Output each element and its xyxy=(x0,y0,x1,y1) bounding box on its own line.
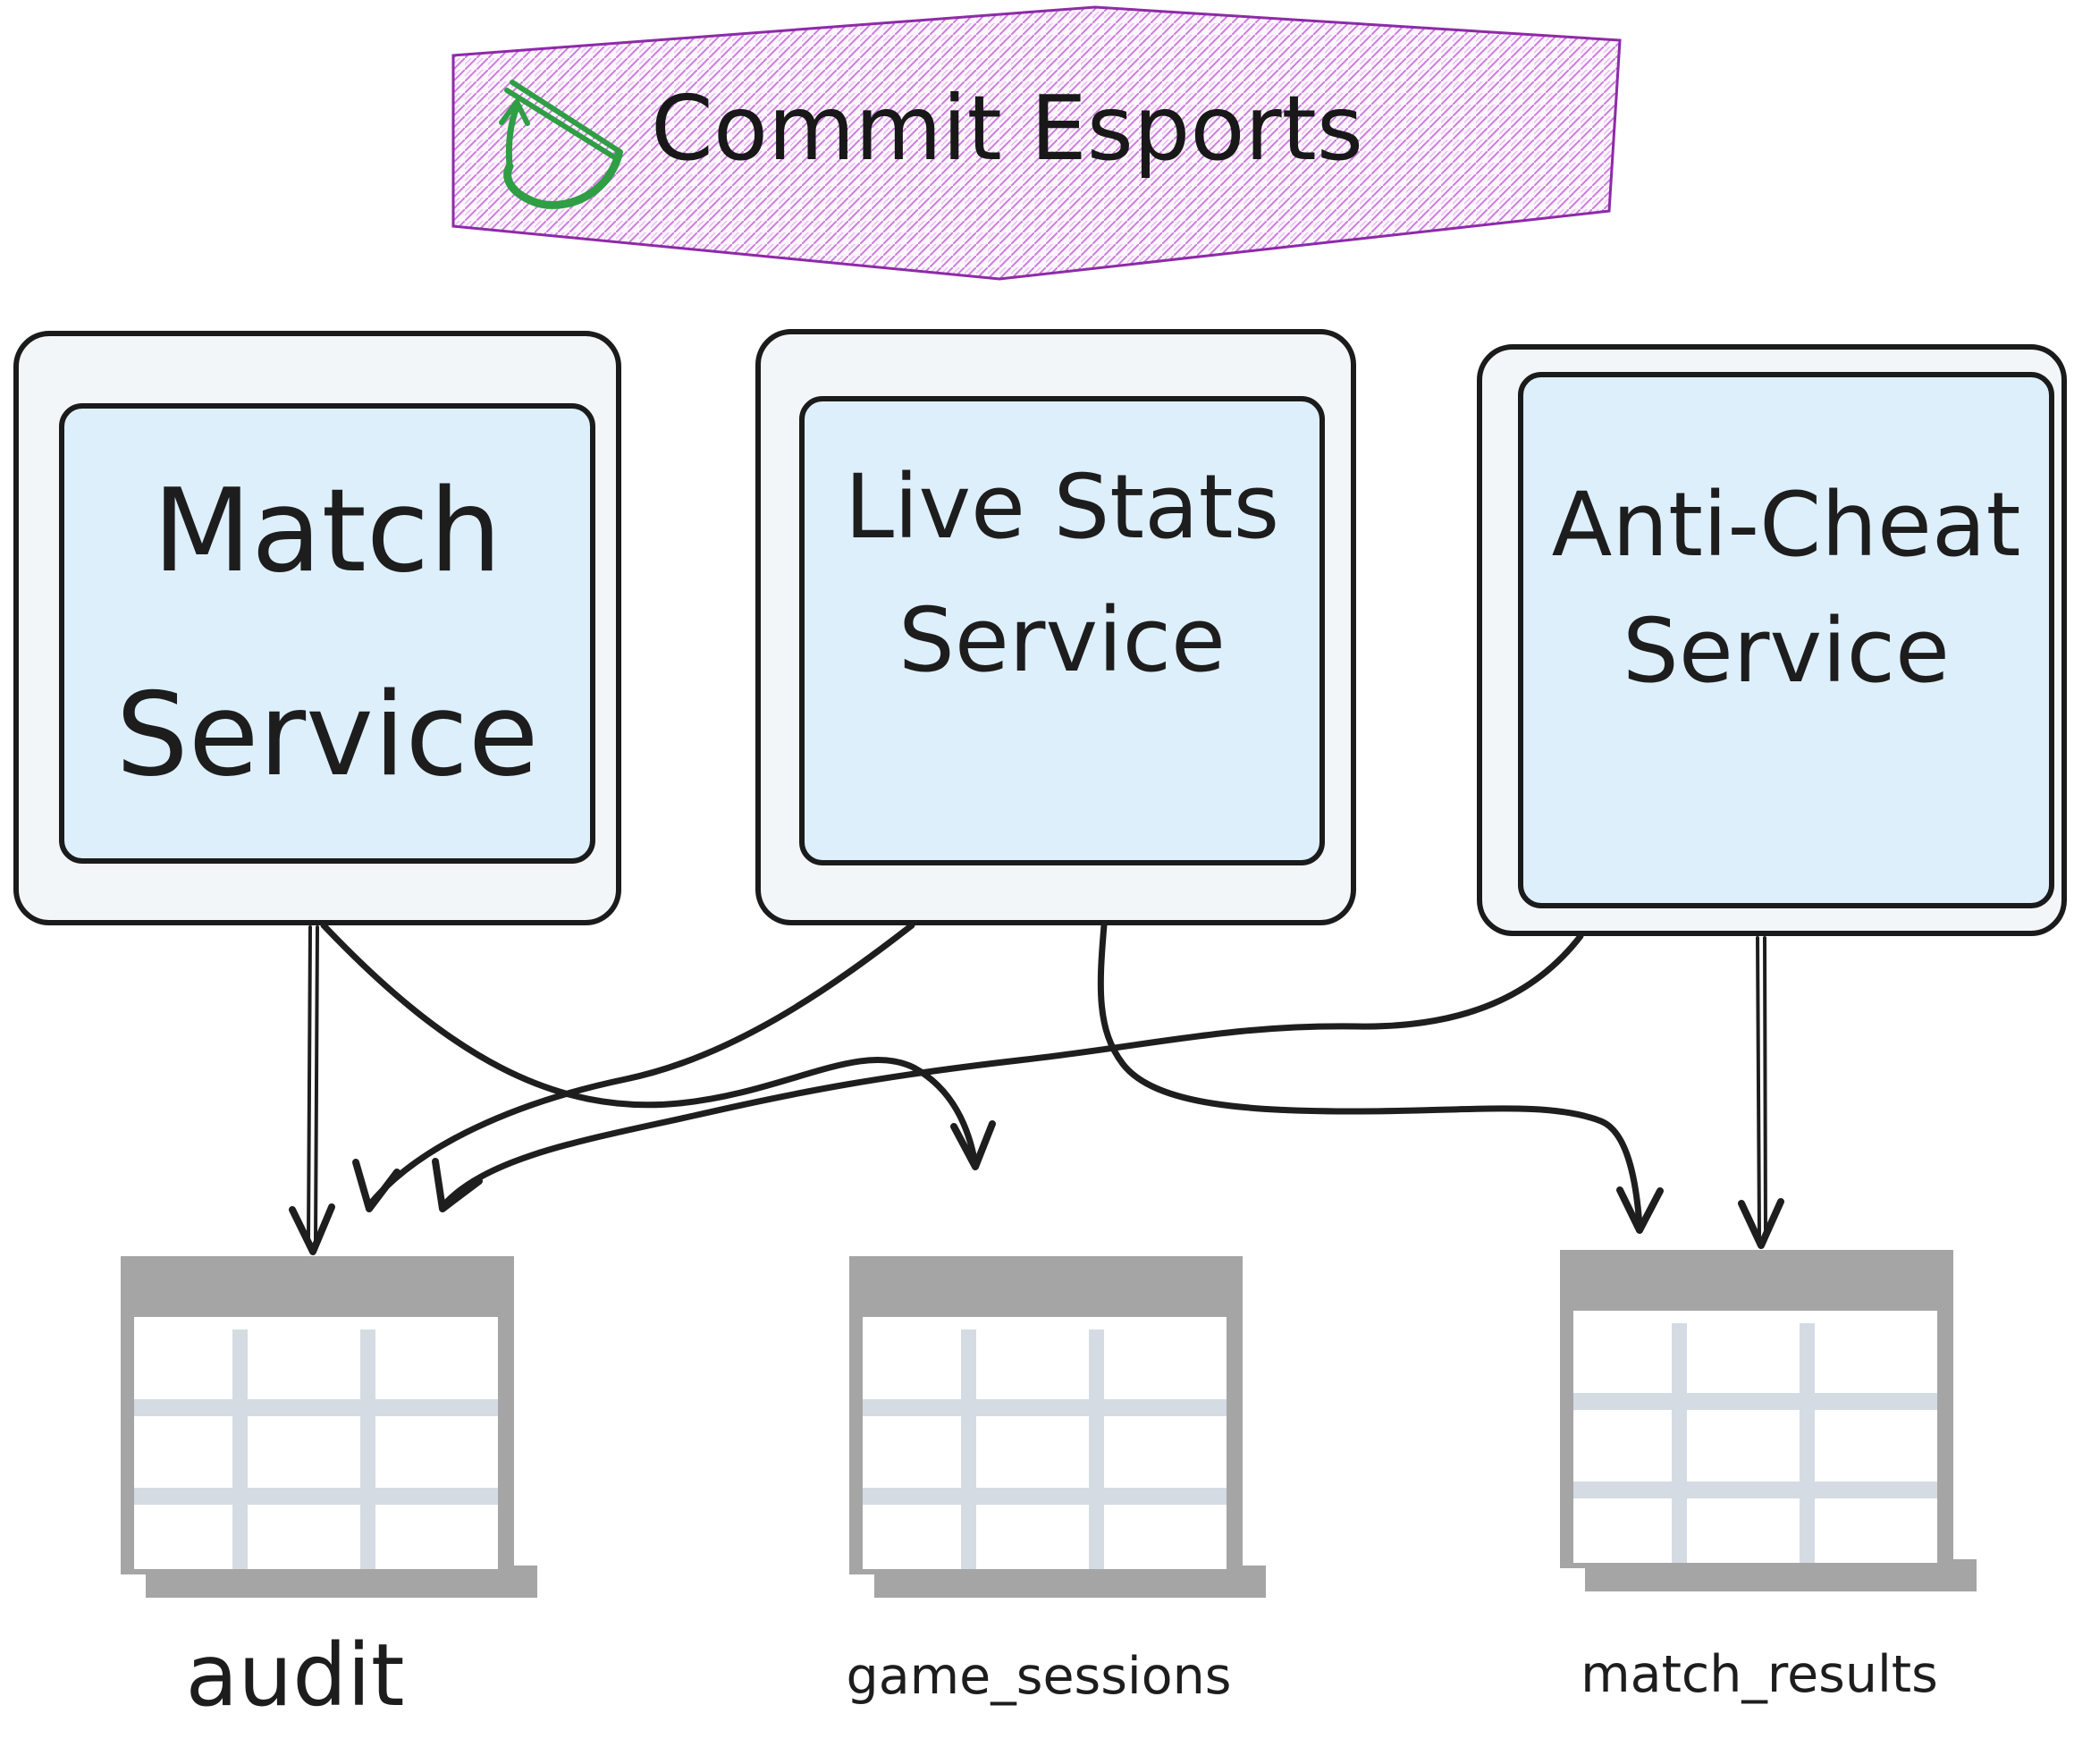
grid-line xyxy=(1573,1481,1937,1498)
banner-shape[interactable] xyxy=(451,5,1622,281)
table-icon-audit[interactable] xyxy=(121,1256,537,1598)
edge-live-stats-service-to-audit[interactable] xyxy=(352,922,915,1212)
grid-line xyxy=(961,1329,976,1569)
table-label-match-results[interactable]: match_results xyxy=(1581,1645,1938,1704)
table-header-row xyxy=(1573,1250,1953,1311)
grid-line xyxy=(1672,1323,1687,1563)
grid-line xyxy=(1089,1329,1104,1569)
table-bottom-band xyxy=(1585,1559,1977,1591)
edge-match-service-to-game-sessions[interactable] xyxy=(320,922,996,1170)
table-bottom-band xyxy=(146,1566,537,1598)
table-label-game-sessions[interactable]: game_sessions xyxy=(846,1647,1232,1706)
grid-line xyxy=(232,1329,248,1569)
banner-title[interactable]: Commit Esports xyxy=(651,76,1363,181)
edge-live-stats-service-to-match-results[interactable] xyxy=(1097,922,1664,1234)
table-grid xyxy=(863,1317,1227,1569)
edge-anti-cheat-service-to-audit[interactable] xyxy=(432,933,1584,1212)
edge-anti-cheat-service-to-match-results[interactable] xyxy=(1738,936,1784,1249)
table-label-audit[interactable]: audit xyxy=(185,1625,405,1726)
grid-line xyxy=(134,1399,498,1416)
grid-line xyxy=(863,1399,1227,1416)
grid-line xyxy=(360,1329,375,1569)
grid-line xyxy=(134,1488,498,1505)
table-icon-game-sessions[interactable] xyxy=(849,1256,1266,1598)
table-header-row xyxy=(863,1256,1243,1317)
edge-match-service-to-audit[interactable] xyxy=(289,925,335,1255)
grid-line xyxy=(1573,1393,1937,1410)
grid-line xyxy=(863,1488,1227,1505)
grid-line xyxy=(1800,1323,1815,1563)
table-grid xyxy=(134,1317,498,1569)
table-grid xyxy=(1573,1311,1937,1563)
table-header-row xyxy=(134,1256,514,1317)
table-icon-match-results[interactable] xyxy=(1560,1250,1977,1591)
table-bottom-band xyxy=(874,1566,1266,1598)
